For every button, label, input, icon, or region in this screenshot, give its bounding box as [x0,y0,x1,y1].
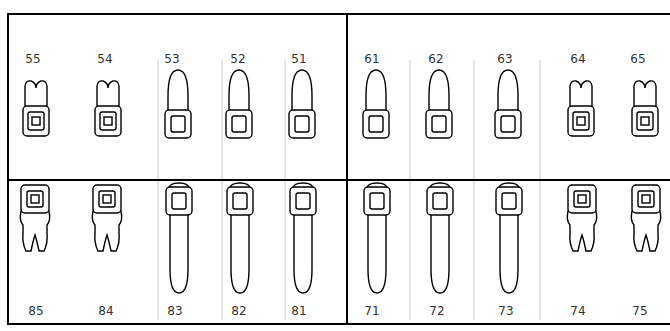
tooth-number: 64 [570,52,585,66]
tooth-number: 61 [364,52,379,66]
tooth-number: 82 [231,304,246,318]
tooth-number: 62 [428,52,443,66]
tooth-number: 55 [25,52,40,66]
tooth-number: 74 [570,304,585,318]
tooth-number: 81 [291,304,306,318]
tooth-number: 71 [364,304,379,318]
tooth-number: 83 [167,304,182,318]
tooth-number: 73 [498,304,513,318]
tooth-number: 52 [230,52,245,66]
tooth-number: 53 [164,52,179,66]
tooth-number: 54 [97,52,112,66]
tooth-number: 85 [28,304,43,318]
tooth-number: 72 [429,304,444,318]
tooth-number: 65 [630,52,645,66]
tooth-number: 51 [291,52,306,66]
tooth-number: 63 [497,52,512,66]
tooth-number: 84 [98,304,113,318]
tooth-number: 75 [632,304,647,318]
